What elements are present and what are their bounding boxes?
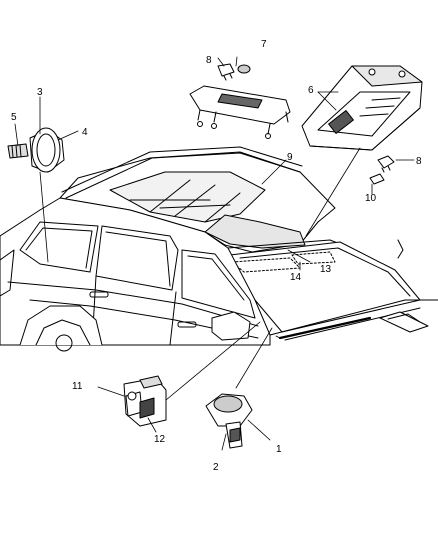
headliner-bracket [189,85,291,139]
leader-line [275,335,281,339]
bracket-slot [217,93,263,109]
callout-11: 11 [72,381,83,392]
rear-quarter-window [19,221,99,273]
rear-door-window [95,225,179,291]
leader-line [317,91,337,111]
clip-and-bulb-right [369,155,395,185]
callout-6: 6 [308,85,314,96]
module-lens [127,391,137,401]
overhead-console [301,65,423,151]
retainer-clip-leg [223,73,233,81]
callout-7: 7 [261,39,267,50]
leader-line [221,433,227,451]
leader-line [217,57,225,67]
leader-line [247,419,271,441]
pillar-bracket [397,239,404,259]
retainer-clip [377,155,395,169]
console-clip [398,70,406,78]
window-inner [105,231,171,287]
bracket-hole [197,121,203,127]
callout-3: 3 [37,87,43,98]
wheel-hub [55,334,73,352]
rear-edge [0,249,15,297]
leader-line [57,130,79,141]
rain-sensor [205,393,253,449]
leader-line [165,321,261,401]
hood-vent [379,311,429,333]
sunroof-panel [109,171,266,223]
leader-line [147,417,157,433]
console-outline [291,251,336,265]
headliner-opening [204,214,306,249]
window-inner [25,227,93,269]
leader-line [261,159,287,185]
lamp-lens-inner [36,133,56,167]
module-top [139,375,163,389]
callout-2: 2 [213,462,219,473]
sensor-connector [229,427,241,443]
leader-line [287,249,311,263]
belt-line [7,281,259,327]
callout-10: 10 [365,193,377,204]
callout-4: 4 [82,127,88,138]
leader-lines [14,56,415,451]
front-door-window [181,249,256,319]
bulb [369,173,385,185]
vehicle-body [0,146,438,352]
leader-line [305,147,361,237]
leader-line [39,171,49,263]
callout-13: 13 [320,264,332,275]
roof-rail [65,152,301,199]
callout-9: 9 [287,152,293,163]
leader-line [235,56,238,67]
rear-dome-lamp [7,127,65,173]
retainer-clip [217,63,235,77]
callout-8b: 8 [416,156,422,167]
wiper [278,316,372,340]
door-cut [169,291,177,346]
bracket-tab [197,109,289,135]
callout-1: 1 [276,444,282,455]
sensor-dome [213,395,243,413]
console-button [328,109,354,135]
door-handle [89,291,109,298]
callout-5: 5 [11,112,17,123]
retainer-clip-leg [381,165,391,173]
windshield-inner [239,247,411,297]
console-clip [368,68,376,76]
lamp-lens [31,127,61,173]
side-mirror [211,311,251,341]
console-edge [309,107,421,151]
leader-line [97,386,125,397]
callout-labels: 7 8 6 3 5 4 9 8 10 13 14 11 12 1 2 [11,39,422,473]
console-detail [359,97,401,117]
clip-and-bulb-top [217,63,251,81]
sunroof-frame [129,199,231,209]
leader-line [235,327,273,389]
bulb-socket-ribs [11,144,22,158]
sensor-module [123,375,167,427]
window-inner [187,255,245,301]
callout-8a: 8 [206,55,212,66]
sunroof-divider [149,179,191,213]
hood-line [269,299,438,336]
sunroof-divider [204,192,241,223]
leader-line [14,123,19,147]
module-connector [139,397,155,419]
callout-12: 12 [154,434,166,445]
hood-vent-slot [387,313,421,323]
bracket-hole [211,123,217,129]
bracket-hole [265,133,271,139]
wheel [35,319,91,346]
bulb [237,64,251,74]
roof-rail [61,146,303,193]
callout-14: 14 [290,272,302,283]
